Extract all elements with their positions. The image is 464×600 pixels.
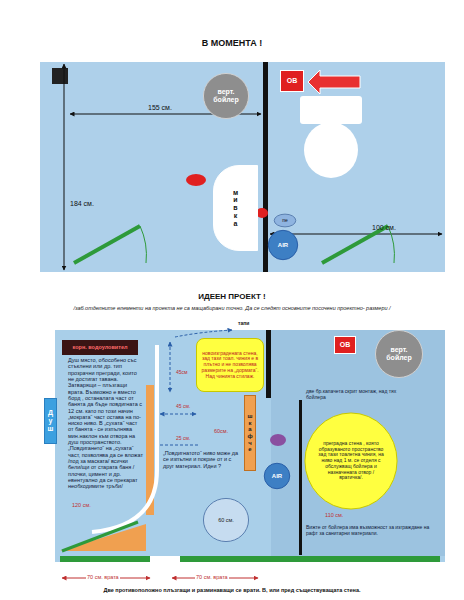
node-text: мивка bbox=[232, 189, 239, 227]
air-circle: AIR bbox=[264, 463, 290, 489]
door-leaf bbox=[74, 226, 140, 263]
dimension: 60см. bbox=[214, 428, 228, 434]
node-text: пе bbox=[282, 218, 288, 224]
door-gap bbox=[150, 556, 180, 562]
node-content: 60 см. bbox=[203, 498, 249, 542]
node-content: ОВ bbox=[281, 71, 303, 91]
corner-square bbox=[52, 68, 68, 84]
cabinet-strip: шкафче bbox=[244, 395, 256, 471]
section-heading: ИДЕЕН ПРОЕКТ ! bbox=[130, 292, 334, 301]
note-ellipse-shape bbox=[305, 413, 397, 509]
door-label: 70 см. врата bbox=[195, 574, 229, 580]
dimension: 45 см. bbox=[176, 404, 190, 410]
toilet-tank bbox=[300, 96, 362, 124]
node-text: шкафче bbox=[247, 413, 253, 453]
red-marker bbox=[186, 174, 206, 186]
air-circle: AIR bbox=[268, 230, 298, 260]
partition-wall bbox=[299, 400, 302, 555]
dimension: 100 см. bbox=[372, 224, 396, 232]
red-arrow bbox=[308, 70, 360, 94]
door-track bbox=[60, 556, 440, 562]
dimension-line bbox=[160, 445, 200, 446]
boiler-circle: верт. бойлер bbox=[203, 73, 249, 119]
node-content: преградна стена , която образуваното про… bbox=[304, 412, 398, 510]
shower-tab: Душ bbox=[44, 398, 57, 444]
node-text: Душ bbox=[47, 409, 54, 432]
air-circle-shape bbox=[268, 230, 297, 259]
dimension: 184 см. bbox=[70, 200, 94, 208]
dimension-line bbox=[160, 414, 196, 415]
ventilation-box: ОВ bbox=[280, 70, 304, 92]
boiler-circle-shape bbox=[203, 73, 248, 118]
current-plan bbox=[40, 62, 445, 272]
description-text: Вижте от бойлера има възможност за изгра… bbox=[306, 525, 438, 537]
description-text: две бр.капачета скрит монтаж, над тях бо… bbox=[306, 389, 398, 401]
dimension: 155 см. bbox=[148, 104, 172, 112]
toilet-bowl bbox=[304, 122, 358, 178]
note-box: новоизградената стена, зад тази тоал. чи… bbox=[196, 338, 264, 392]
wall bbox=[266, 330, 271, 398]
dimension-line bbox=[170, 342, 171, 392]
node-text: преградна стена , която образуваното про… bbox=[318, 441, 384, 481]
node-content: новоизградената стена, зад тази тоал. чи… bbox=[197, 339, 263, 391]
sink-shape: мивка bbox=[213, 165, 258, 251]
node-text: AIR bbox=[272, 473, 282, 480]
node-content: ОВ bbox=[335, 337, 355, 353]
label: тапи bbox=[238, 321, 249, 327]
fitting-ellipse: пе bbox=[274, 214, 296, 227]
node-content: AIR bbox=[264, 463, 290, 489]
dimension: 120 см. bbox=[72, 502, 91, 508]
purple-fitting bbox=[270, 434, 286, 446]
dimension: 45см bbox=[176, 370, 188, 376]
node-text: ОВ bbox=[340, 341, 351, 349]
node-content: верт. бойлер bbox=[203, 73, 249, 119]
node-content: верт. бойлер bbox=[375, 330, 423, 378]
node-text: верт. бойлер bbox=[208, 88, 244, 104]
drain-box: корн. водоуловител bbox=[62, 340, 138, 355]
door-leaf bbox=[62, 522, 138, 551]
caption: Две противоположно плъзгащи и разминаващ… bbox=[30, 587, 434, 593]
node-content: шкафче bbox=[245, 396, 255, 470]
note: /заб.отделните елементи на проекта не са… bbox=[50, 305, 414, 311]
title: В МОМЕНТА ! bbox=[132, 38, 332, 48]
project-plan bbox=[55, 330, 445, 578]
door-swing bbox=[140, 226, 146, 263]
node-text: AIR bbox=[278, 242, 288, 249]
node-content: AIR bbox=[268, 230, 298, 260]
door-label: 70 см. врата bbox=[86, 574, 120, 580]
description-text: „Повдигнатото“ ниво може да се изпълни и… bbox=[163, 450, 241, 469]
note-ellipse: преградна стена , която образуваното про… bbox=[304, 412, 398, 510]
node-text: 60 см. bbox=[218, 517, 234, 523]
wall bbox=[263, 62, 268, 272]
fitting-ellipse-shape bbox=[274, 214, 296, 227]
node-text: верт. бойлер bbox=[380, 346, 418, 362]
door-leaf bbox=[322, 226, 388, 263]
node-content: пе bbox=[274, 214, 296, 227]
description-text: Душ място, обособено със стъклени или др… bbox=[68, 357, 143, 490]
boiler-circle-shape bbox=[375, 330, 422, 377]
toilet-room-ground bbox=[271, 330, 445, 556]
sink-circle: 60 см. bbox=[203, 498, 249, 542]
node-content: Душ bbox=[45, 399, 56, 443]
air-circle-shape bbox=[264, 463, 289, 488]
sink-circle-shape bbox=[203, 498, 248, 541]
node-content: корн. водоуловител bbox=[63, 341, 137, 354]
dashed-arrow bbox=[175, 330, 232, 337]
boiler-circle: верт. бойлер bbox=[375, 330, 423, 378]
floor-ground bbox=[55, 330, 445, 562]
dimension: 25 см. bbox=[176, 436, 190, 442]
floor-ground bbox=[40, 62, 445, 272]
door-swing bbox=[388, 226, 394, 263]
node-text: ОВ bbox=[287, 77, 298, 85]
dimension-line bbox=[64, 64, 65, 270]
node-text: корн. водоуловител bbox=[73, 344, 128, 350]
dimension: 110 см. bbox=[325, 512, 343, 518]
ventilation-box: ОВ bbox=[334, 336, 356, 354]
node-text: новоизградената стена, зад тази тоал. чи… bbox=[200, 351, 260, 380]
dimension-line bbox=[270, 234, 442, 235]
node-content: мивка bbox=[214, 166, 257, 250]
